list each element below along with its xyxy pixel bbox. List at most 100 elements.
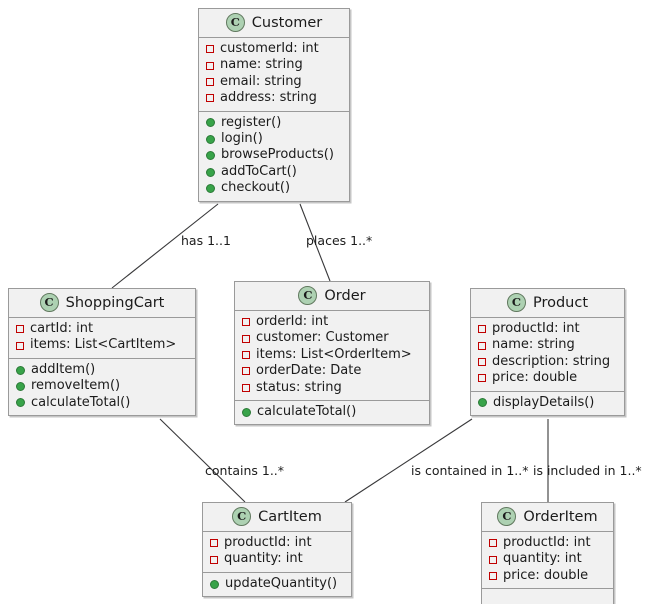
private-field-icon — [210, 555, 218, 564]
class-stereotype-icon: C — [225, 13, 245, 32]
public-method-icon — [206, 151, 215, 161]
private-field-icon — [206, 94, 214, 103]
private-field-icon — [489, 539, 497, 548]
class-method: updateQuantity() — [209, 576, 345, 592]
relationship-label-product-orderitem: is included in 1..* — [533, 463, 642, 478]
compartment-divider — [203, 571, 351, 573]
private-field-icon — [478, 325, 486, 334]
class-field: productId: int — [209, 535, 345, 551]
class-field: customer: Customer — [241, 330, 423, 346]
class-method-label: calculateTotal() — [257, 404, 357, 420]
relationship-label-shoppingcart-cartitem: contains 1..* — [205, 463, 285, 478]
private-field-icon — [242, 367, 250, 376]
class-method: register() — [205, 115, 343, 131]
public-method-icon — [16, 398, 25, 408]
private-field-icon — [206, 45, 214, 54]
class-field: price: double — [477, 370, 618, 386]
class-name-shoppingcart: ShoppingCart — [65, 294, 165, 311]
class-method-label: calculateTotal() — [31, 394, 131, 410]
class-field: name: string — [205, 57, 343, 73]
methods-compartment-product: displayDetails() — [471, 392, 624, 415]
methods-compartment-cartitem: updateQuantity() — [203, 573, 351, 596]
class-method-label: login() — [221, 131, 263, 147]
class-field-label: name: string — [220, 57, 303, 73]
compartment-divider — [199, 110, 349, 112]
class-header-order: C Order — [235, 282, 429, 310]
compartment-divider — [471, 390, 624, 392]
class-method: displayDetails() — [477, 395, 618, 411]
class-field-label: cartId: int — [30, 321, 94, 336]
class-stereotype-icon: C — [39, 293, 59, 312]
public-method-icon — [206, 183, 215, 193]
class-field-label: customerId: int — [220, 41, 319, 56]
public-method-icon — [242, 407, 251, 417]
compartment-divider — [9, 357, 195, 359]
class-method-label: register() — [221, 114, 282, 130]
public-method-icon — [206, 118, 215, 128]
public-method-icon — [16, 381, 25, 391]
private-field-icon — [206, 78, 214, 87]
private-field-icon — [210, 539, 218, 548]
class-field: quantity: int — [488, 551, 607, 567]
class-field: orderDate: Date — [241, 363, 423, 379]
private-field-icon — [16, 325, 24, 334]
class-field-label: productId: int — [503, 535, 591, 550]
private-field-icon — [242, 351, 250, 360]
class-field: customerId: int — [205, 41, 343, 57]
private-field-icon — [242, 318, 250, 327]
class-field: productId: int — [488, 535, 607, 551]
class-stereotype-icon: C — [298, 286, 318, 305]
private-field-icon — [478, 358, 486, 367]
class-field-label: description: string — [492, 353, 611, 369]
class-method-label: addToCart() — [221, 163, 297, 179]
class-field: orderId: int — [241, 314, 423, 330]
class-field-label: productId: int — [224, 535, 312, 550]
public-method-icon — [210, 579, 219, 589]
compartment-divider — [9, 317, 195, 318]
class-method: addItem() — [15, 362, 189, 378]
class-header-shoppingcart: C ShoppingCart — [9, 289, 195, 317]
compartment-divider — [482, 588, 613, 590]
private-field-icon — [242, 334, 250, 343]
relationship-line-product-cartitem — [344, 418, 473, 503]
methods-compartment-order: calculateTotal() — [235, 401, 429, 424]
class-field-label: price: double — [492, 370, 578, 386]
class-field-label: name: string — [492, 337, 575, 353]
relationship-line-customer-shoppingcart — [111, 203, 219, 289]
class-field-label: address: string — [220, 90, 317, 106]
class-field-label: email: string — [220, 73, 302, 89]
class-method-label: displayDetails() — [493, 394, 595, 410]
class-field: items: List<CartItem> — [15, 337, 189, 353]
compartment-divider — [471, 317, 624, 318]
class-field-label: orderId: int — [256, 314, 329, 329]
compartment-divider — [235, 310, 429, 311]
class-stereotype-icon: C — [232, 507, 252, 526]
class-field-label: quantity: int — [224, 551, 303, 567]
class-method-label: removeItem() — [31, 378, 121, 394]
private-field-icon — [489, 555, 497, 564]
private-field-icon — [478, 374, 486, 383]
private-field-icon — [206, 61, 214, 70]
relationship-label-product-cartitem: is contained in 1..* — [411, 463, 529, 478]
relationship-label-customer-shoppingcart: has 1..1 — [181, 233, 231, 248]
class-field: quantity: int — [209, 551, 345, 567]
class-stereotype-icon: C — [506, 293, 526, 312]
compartment-divider — [203, 531, 351, 532]
class-name-order: Order — [324, 287, 366, 304]
class-field: cartId: int — [15, 321, 189, 337]
class-method-label: addItem() — [31, 361, 96, 377]
